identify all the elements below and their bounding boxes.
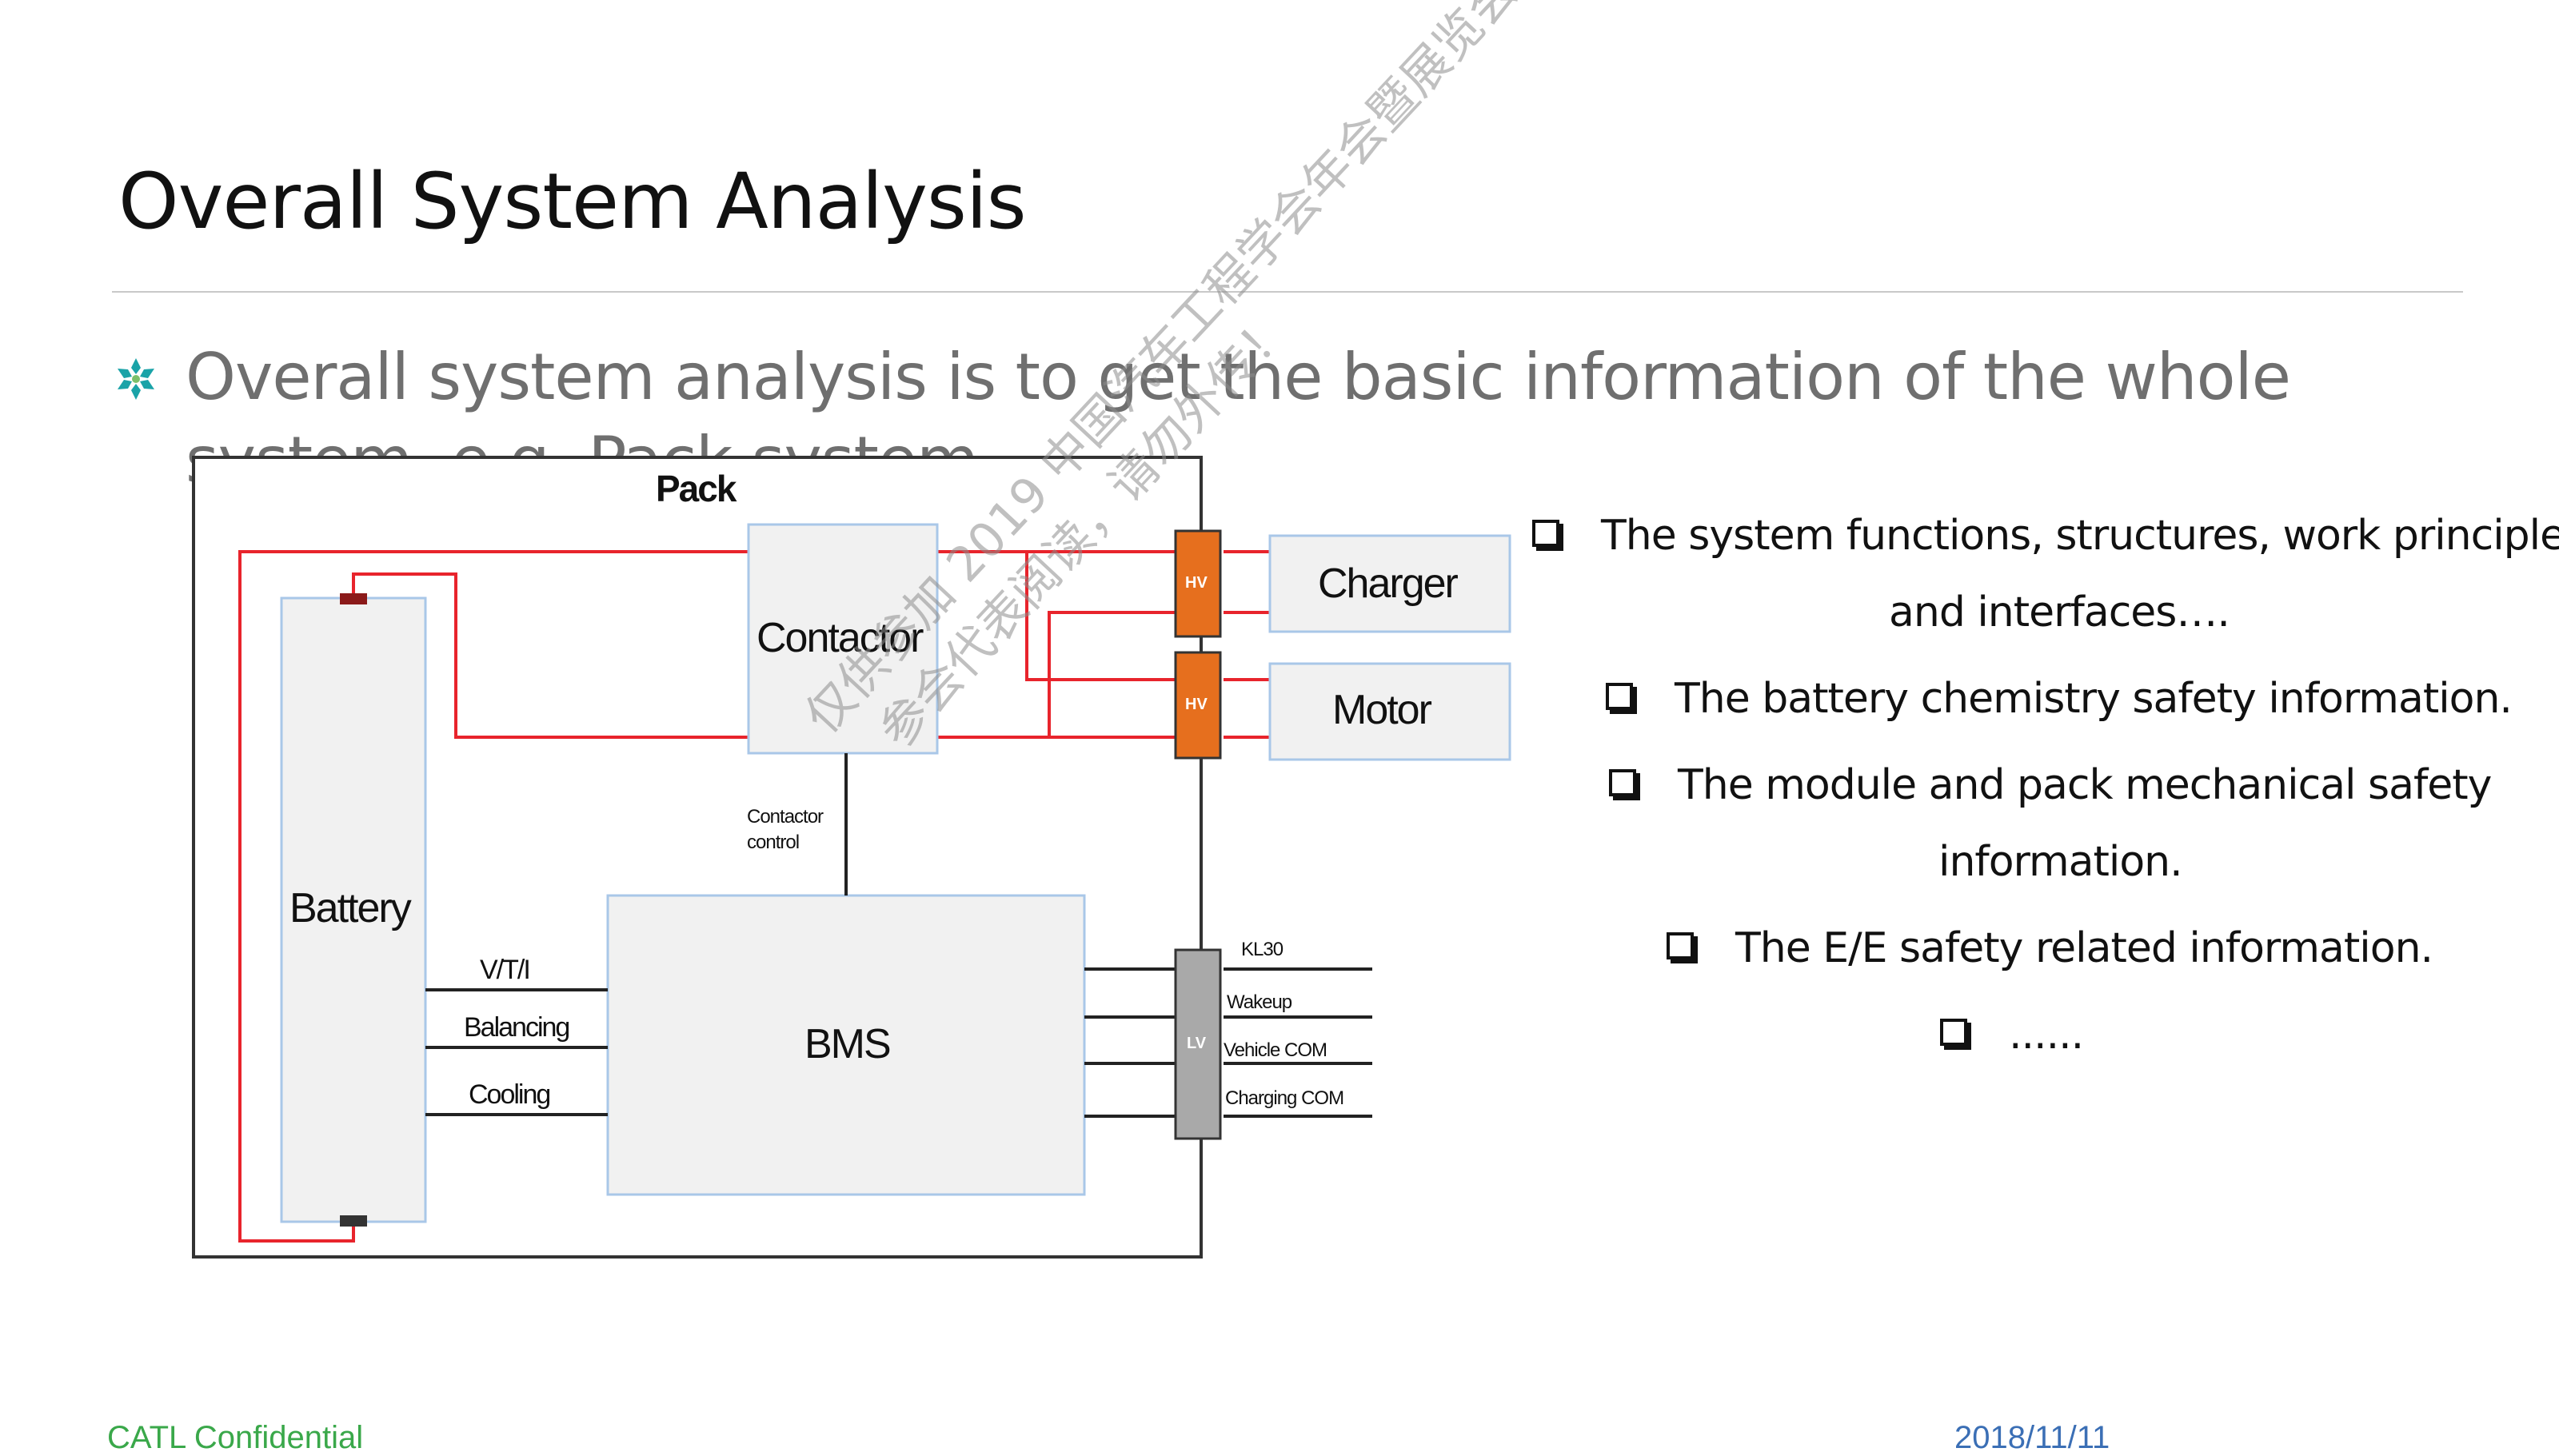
bms-block	[606, 894, 1086, 1196]
signal-cooling-label: Cooling	[469, 1079, 551, 1110]
lv-connector	[1174, 948, 1222, 1140]
pack-system-diagram-graphics	[192, 456, 1511, 1259]
pack-system-diagram: Pack Battery Contactor BMS Charger Motor…	[184, 448, 1543, 1279]
list-item: ......	[1940, 1011, 2084, 1059]
signal-balancing-label: Balancing	[464, 1012, 570, 1043]
footer-date: 2018/11/11	[1954, 1420, 2110, 1455]
slide-title: Overall System Analysis	[118, 157, 1027, 246]
list-item: The battery chemistry safety information…	[1606, 675, 2513, 723]
hv-tag-motor: HV	[1185, 696, 1208, 713]
motor-block	[1268, 662, 1511, 761]
bms-label: BMS	[804, 1021, 892, 1067]
contactor-label: Contactor	[757, 615, 924, 661]
lv-tag: LV	[1187, 1035, 1207, 1052]
signal-vti-label: V/T/I	[480, 955, 531, 985]
snowflake-bullet-icon	[118, 358, 154, 400]
list-item-continuation: and interfaces….	[1889, 588, 2230, 636]
checkbox-bullet-icon	[1667, 932, 1694, 959]
battery-label: Battery	[289, 885, 412, 931]
signal-vehicle-com-label: Vehicle COM	[1224, 1039, 1327, 1061]
list-item: The E/E safety related information.	[1667, 924, 2433, 972]
checkbox-bullet-icon	[1609, 769, 1636, 796]
checkbox-bullet-icon	[1940, 1019, 1967, 1046]
hv-connector-motor	[1174, 651, 1222, 760]
list-item-continuation: information.	[1938, 838, 2183, 886]
signal-kl30-label: KL30	[1241, 939, 1283, 960]
contactor-block	[747, 523, 939, 755]
checkbox-bullet-icon	[1606, 683, 1633, 710]
footer-confidential: CATL Confidential	[107, 1420, 364, 1455]
list-item: The module and pack mechanical safety	[1609, 761, 2492, 809]
charger-label: Charger	[1318, 560, 1459, 607]
checkbox-bullet-icon	[1532, 520, 1559, 547]
battery-positive-terminal	[340, 593, 367, 604]
hv-tag-charger: HV	[1185, 574, 1208, 592]
motor-label: Motor	[1332, 687, 1432, 733]
hv-connector-charger	[1174, 529, 1222, 638]
battery-negative-terminal	[340, 1215, 367, 1227]
contactor-control-label: Contactor control	[747, 806, 824, 853]
title-divider	[112, 291, 2463, 293]
charger-block	[1268, 534, 1511, 633]
signal-wakeup-label: Wakeup	[1227, 991, 1292, 1013]
signal-charging-com-label: Charging COM	[1225, 1087, 1344, 1109]
pack-label: Pack	[656, 468, 737, 509]
list-item: The system functions, structures, work p…	[1532, 512, 2559, 560]
